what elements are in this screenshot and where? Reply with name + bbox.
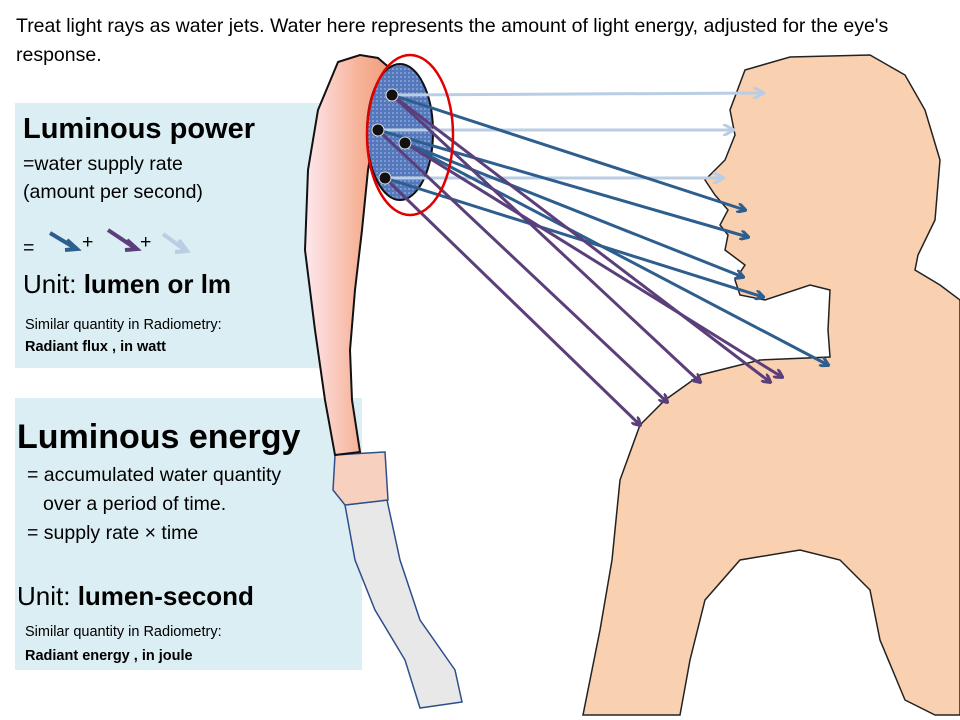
power-similar-label: Similar quantity in Radiometry: <box>25 317 222 333</box>
plus-sign-1: + <box>82 231 94 253</box>
radiant-energy-label: Radiant energy , in joule <box>25 648 193 664</box>
ray-blue <box>384 176 763 297</box>
energy-definition-line3: = supply rate × time <box>27 522 199 544</box>
ray-sum-icons <box>48 228 191 254</box>
energy-definition-line1: = accumulated water quantity <box>27 464 282 486</box>
purple-ray-icon <box>106 228 142 252</box>
ray-purple <box>383 176 640 425</box>
equals-sign: = <box>23 237 35 259</box>
intro-text: Treat light rays as water jets. Water he… <box>16 15 889 66</box>
ray-light <box>391 93 763 95</box>
luminous-energy-panel: Luminous energy = accumulated water quan… <box>15 398 362 670</box>
nozzles <box>371 88 412 185</box>
power-unit: Unit: lumen or lm <box>23 269 232 299</box>
ray-blue <box>391 93 745 210</box>
light-rays <box>376 93 828 425</box>
luminous-power-title: Luminous power <box>23 113 255 145</box>
ray-purple <box>390 93 700 382</box>
luminous-power-panel: Luminous power =water supply rate (amoun… <box>15 103 345 368</box>
power-definition-line1: =water supply rate <box>23 153 183 175</box>
nozzle-highlight-ring <box>365 53 455 217</box>
ray-purple <box>376 128 667 402</box>
luminous-energy-title: Luminous energy <box>17 418 301 456</box>
ray-blue <box>404 141 743 277</box>
hose-tube <box>344 499 463 709</box>
light-ray-icon <box>161 232 191 254</box>
shower-head-mesh <box>366 63 434 201</box>
plus-sign-2: + <box>140 231 152 253</box>
blue-ray-icon <box>48 231 82 252</box>
person-silhouette <box>582 54 960 716</box>
radiant-flux-label: Radiant flux , in watt <box>25 339 166 355</box>
energy-unit: Unit: lumen-second <box>17 581 254 611</box>
energy-definition-line2: over a period of time. <box>43 493 227 515</box>
power-definition-line2: (amount per second) <box>23 181 203 203</box>
energy-similar-label: Similar quantity in Radiometry: <box>25 624 222 640</box>
ray-purple <box>391 93 770 382</box>
ray-purple <box>404 141 782 377</box>
ray-blue <box>404 141 828 365</box>
ray-blue <box>377 128 748 237</box>
